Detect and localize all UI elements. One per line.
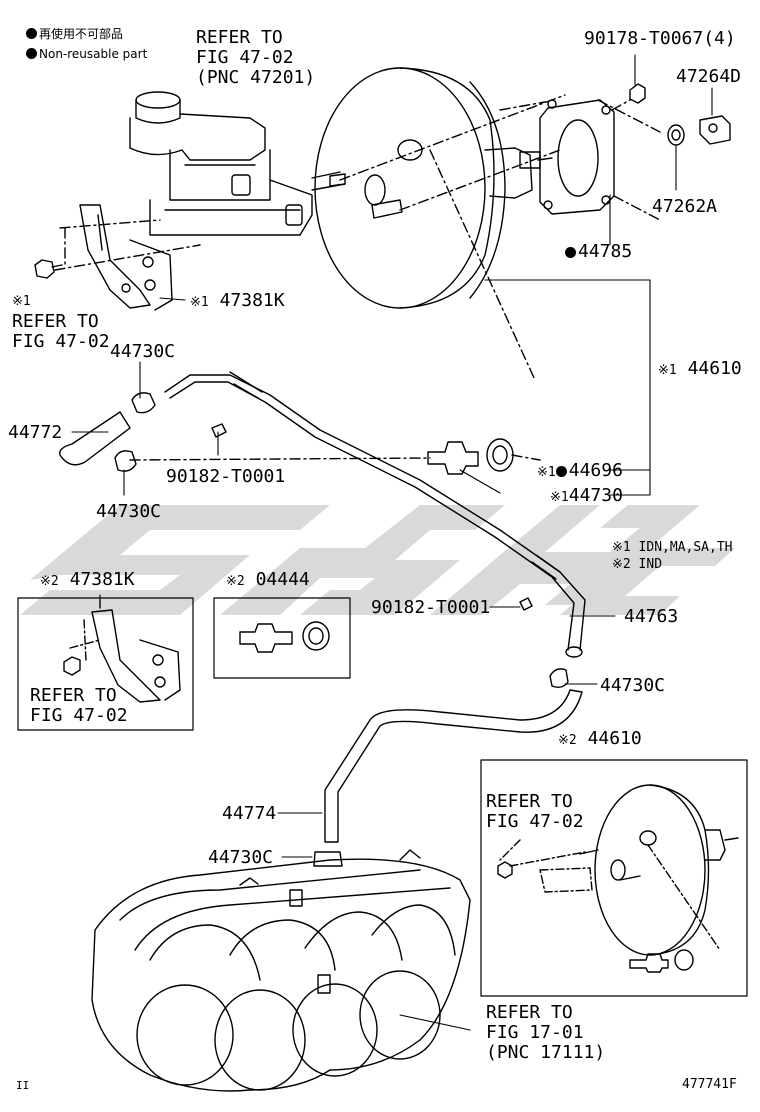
figure-id: 477741F <box>682 1077 737 1092</box>
vacuum-tube-44763 <box>164 371 586 658</box>
non-reusable-dot-icon <box>26 48 37 59</box>
refer-note-main: REFER TO FIG 47-02 (PNC 47201) <box>196 27 316 88</box>
clamp-44730C-b <box>114 450 137 472</box>
part-44730C-left: 44730C <box>96 501 162 522</box>
clip-90182-a <box>211 423 227 438</box>
clevis-47264D <box>699 115 731 145</box>
part-44772: 44772 <box>8 422 63 443</box>
brake-booster-large <box>314 67 553 309</box>
intake-manifold <box>91 849 471 1092</box>
inset-leaders <box>499 839 721 951</box>
nut-90178 <box>629 83 646 104</box>
nut-left <box>34 259 63 279</box>
check-valve-44730 <box>427 438 514 475</box>
part-44610-inset: ※2 44610 <box>558 728 642 749</box>
part-47264D: 47264D <box>676 66 742 87</box>
inset-box-47381K <box>17 597 194 731</box>
refer-note-left: ※1 REFER TO FIG 47-02 <box>12 294 110 352</box>
part-47262A: 47262A <box>652 196 718 217</box>
inset-box-04444 <box>213 597 351 679</box>
refer-note-bottom: REFER TO FIG 17-01 (PNC 17111) <box>486 1002 606 1063</box>
part-44785: 44785 <box>565 243 632 261</box>
clip-90182-b <box>519 597 533 611</box>
refer-note-inset3: REFER TO FIG 47-02 <box>486 791 584 832</box>
assembly-leaders <box>54 94 566 381</box>
legend-en: Non-reusable part <box>26 47 147 61</box>
inset-brake-booster <box>497 784 739 973</box>
legend-jp: 再使用不可部品 <box>26 27 123 41</box>
part-47381K: ※1 47381K <box>190 290 285 311</box>
watermark-logo <box>20 505 735 615</box>
non-reusable-dot-icon <box>565 247 576 258</box>
clamp-44730C-c <box>549 668 569 689</box>
part-44774: 44774 <box>222 803 277 824</box>
part-44730: ※144730 <box>550 485 623 506</box>
part-44610: ※1 44610 <box>658 358 742 379</box>
master-cylinder <box>129 91 403 236</box>
part-04444: ※2 04444 <box>226 569 310 590</box>
valve-leaders <box>129 454 541 461</box>
footer-mark: II <box>16 1079 30 1092</box>
hose-44772 <box>59 411 131 466</box>
gasket-leaders <box>597 99 661 221</box>
part-90178-T0067: 90178-T0067(4) <box>584 28 736 49</box>
inset-box-44610 <box>480 759 748 997</box>
part-44763: 44763 <box>624 606 679 627</box>
refer-note-inset1: REFER TO FIG 47-02 <box>30 685 128 726</box>
non-reusable-dot-icon <box>26 28 37 39</box>
part-90182-T0001-a: 90182-T0001 <box>166 466 286 487</box>
gasket-44785 <box>539 99 615 215</box>
part-44730C-bottom: 44730C <box>208 847 274 868</box>
part-90182-T0001-b: 90182-T0001 <box>371 597 491 618</box>
hose-44774 <box>324 689 583 843</box>
non-reusable-dot-icon <box>555 466 567 477</box>
part-44730C-top: 44730C <box>110 341 176 362</box>
inset-bracket <box>63 599 181 703</box>
inset-valve-04444 <box>239 621 330 653</box>
clamp-44730C-a <box>131 392 156 414</box>
part-47381K-inset: ※2 47381K <box>40 569 135 590</box>
nut-47262A <box>667 124 685 146</box>
applicability-notes: ※1 IDN,MA,SA,TH ※2 IND <box>612 540 733 572</box>
part-44730C-right: 44730C <box>600 675 666 696</box>
